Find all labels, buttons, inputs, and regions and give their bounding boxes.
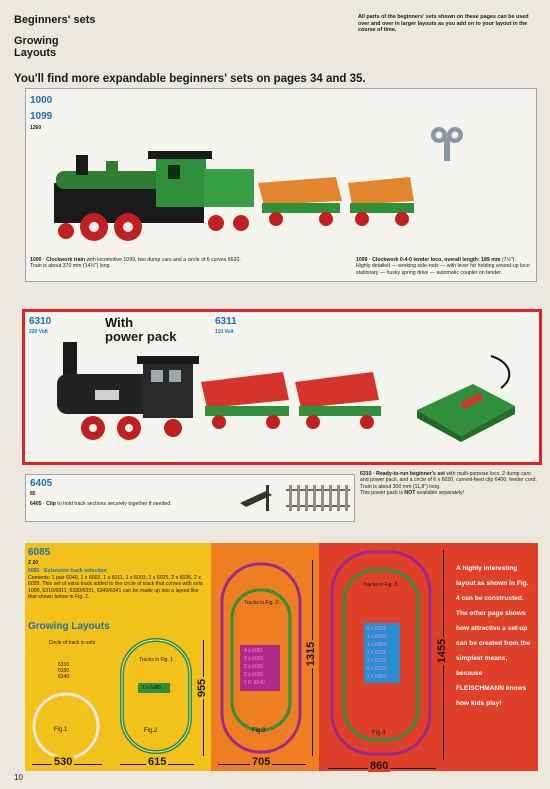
fig4-tracks-label: Tracks in Fig. 3 — [363, 582, 397, 588]
fig4-item-3: 1 x 6004 — [367, 642, 387, 648]
fig4-dim-width: 860 — [368, 760, 391, 772]
set-code-6311: 6311 — [215, 316, 237, 327]
header-note: All parts of the beginners' sets shown o… — [358, 14, 529, 34]
fig3-item-1: 4 x 6001 — [244, 648, 264, 654]
clip-6405-box: 6405 85 6405 · Clip to hold track sectio… — [25, 474, 355, 522]
set-1000-desc-text: with locomotive 1099, two dump cars and … — [30, 257, 241, 270]
fig3-item-4: 2 x 6025 — [244, 672, 264, 678]
set-1000-box: 1000 1099 1260 1000 · Clockwork train wi… — [25, 88, 537, 282]
clip-image — [240, 485, 272, 511]
fig4-item-7: 2 x 6063 — [367, 674, 387, 680]
fig4-label: Fig.4 — [372, 730, 386, 736]
set-6310-desc-bold: 6310 · Ready-to-run beginner's set — [360, 471, 445, 477]
set-1099-description: 1099 · Clockwork 0-4-0 tender loco, over… — [356, 257, 531, 276]
fig3-item-3: 2 x 6020 — [244, 664, 264, 670]
set-6310-note-b: NOT — [404, 490, 416, 497]
fig4-item-2: 1 x 6003 — [367, 634, 387, 640]
growing-layouts-title: Growing Layouts — [28, 621, 110, 632]
fig4-dim-height: 1455 — [436, 636, 449, 666]
fig4-extra-box — [364, 623, 400, 683]
headline: You'll find more expandable beginners' s… — [14, 73, 366, 85]
track-section-image — [286, 485, 350, 511]
fig1-circle-track — [32, 692, 100, 760]
fig3-dim-height: 1315 — [305, 639, 318, 669]
fig2-dim-width: 615 — [146, 756, 169, 768]
clip-desc-text: to hold track sections securely together… — [55, 501, 172, 507]
clip-code: 6405 — [30, 478, 53, 489]
fig3-track-layout — [220, 562, 302, 754]
fig4-item-4: 3 x 6011 — [367, 650, 386, 656]
fig3-item-2: 3 x 6003 — [244, 656, 264, 662]
fig2-extra-label: 1 x 6085 — [142, 685, 162, 691]
fig1-circle-title: Circle of track in sets — [48, 640, 96, 646]
page-title: Beginners' sets — [14, 14, 96, 26]
fig1-label: Fig.1 — [54, 727, 68, 733]
set-code-6310: 6310 — [29, 316, 52, 327]
power-pack-title-2: power pack — [105, 329, 177, 344]
fig3-label: Fig.3 — [252, 728, 266, 734]
fig1-set-b: 6330 — [58, 668, 70, 674]
clockwork-train-image — [54, 151, 414, 241]
set-1099-desc-bold: 1099 · Clockwork 0-4-0 tender loco, over… — [356, 257, 501, 263]
fig4-item-1: 6 x 6001 — [367, 626, 387, 632]
section-subtitle-1: Growing — [14, 35, 59, 47]
fig3-extra-box — [240, 645, 280, 691]
power-pack-image — [417, 355, 515, 442]
fig3-item-5: 1 P. 6040 — [244, 680, 265, 686]
power-pack-train-image — [57, 342, 381, 440]
fig4-item-5: 2 x 5016 — [367, 658, 387, 664]
extension-title: 6085 · Extension track selection — [28, 568, 107, 574]
clip-sub: 85 — [30, 491, 36, 497]
fig4-track-layout — [330, 550, 432, 756]
set-code-1000: 1000 — [30, 95, 53, 106]
yellow-panel — [25, 543, 211, 771]
power-pack-title-1: With — [105, 315, 134, 330]
set-6310-note-a: This power pack is — [360, 490, 405, 497]
set-1000-desc-bold: 1000 · Clockwork train — [30, 257, 86, 263]
fig4-item-6: 6 x 6025 — [367, 666, 387, 672]
fig3-dim-width: 705 — [250, 756, 273, 768]
page-number: 10 — [14, 773, 23, 782]
set-6310-note-c: available separately! — [415, 490, 465, 497]
set-6310-description: 6310 · Ready-to-run beginner's set with … — [360, 471, 538, 497]
set-6310-box: 6310 220 Volt With power pack 6311 110 V… — [22, 309, 542, 465]
fig1-set-c: 6340 — [58, 674, 70, 680]
fig1-set-a: 6310 — [58, 662, 70, 668]
fig1-dim-width: 530 — [52, 756, 75, 768]
fig2-dim-height: 955 — [196, 676, 209, 700]
extension-body: Contents: 1 pair 6040, 1 x 6002, 1 x 601… — [28, 575, 203, 601]
set-1000-description: 1000 · Clockwork train with locomotive 1… — [30, 257, 245, 270]
fig2-track-layout — [120, 638, 192, 754]
clip-desc-bold: 6405 · Clip — [30, 501, 56, 507]
voltage-110: 110 Volt — [215, 329, 234, 335]
set-6310-desc-text: with multi-purpose loco, 2 dump cars and… — [360, 471, 537, 490]
set-1099-desc-text: (7½"). Highly detailed — working side-ro… — [356, 257, 530, 276]
extension-code: 6085 — [28, 547, 51, 558]
extension-sub: Z 20 — [28, 560, 39, 566]
windup-key-icon — [431, 127, 463, 161]
fig3-tracks-label: Tracks in Fig. 2 — [244, 600, 278, 606]
fig2-label: Fig.2 — [144, 728, 158, 734]
set-code-1260: 1260 — [30, 125, 42, 131]
voltage-220: 220 Volt — [29, 329, 48, 335]
side-text: A highly interesting layout as shown in … — [456, 565, 531, 707]
clip-description: 6405 · Clip to hold track sections secur… — [30, 501, 230, 507]
section-subtitle-2: Layouts — [14, 47, 57, 59]
fig2-extra-box — [138, 683, 170, 693]
fig2-tracks-label: Tracks in Fig. 1 — [139, 657, 173, 663]
set-code-1099: 1099 — [30, 111, 53, 122]
